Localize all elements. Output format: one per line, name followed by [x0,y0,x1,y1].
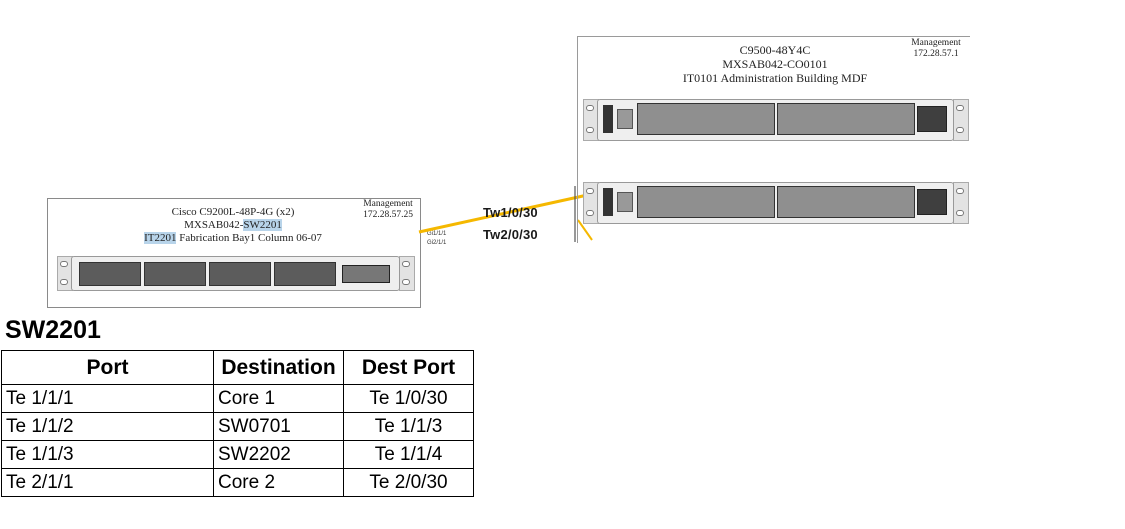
core-switch-model: C9500-48Y4C [739,43,811,57]
cell-dest-port: Te 1/1/4 [343,440,474,469]
link-label-2: Tw2/0/30 [483,227,538,242]
table-title: SW2201 [5,316,101,344]
access-switch-location: IT2201 Fabrication Bay1 Column 06-07 [144,232,322,244]
cell-dest-port: Te 1/0/30 [343,384,474,413]
uplink-line-core2 [577,219,593,241]
cell-destination: SW2202 [213,440,344,469]
uplink-port-2: Gi2/1/1 [427,240,447,246]
cell-port: Te 1/1/2 [1,412,214,441]
core-switch-1-chassis [583,99,969,141]
header-destination: Destination [213,350,344,385]
cell-dest-port: Te 2/0/30 [343,468,474,497]
core-switch-location: IT0101 Administration Building MDF [682,71,868,85]
access-switch-label: Cisco C9200L-48P-4G (x2) MXSAB042-SW2201… [128,206,338,245]
hostname-highlight: SW2201 [243,219,282,231]
core-management-label: Management 172.28.57.1 [903,38,969,60]
port-table: Port Destination Dest Port Te 1/1/1 Core… [1,350,474,497]
core-switch-hostname: MXSAB042-CO0101 [722,57,828,71]
table-header-row: Port Destination Dest Port [1,350,474,385]
access-switch-chassis [57,256,415,291]
access-switch-hostname: MXSAB042-SW2201 [184,219,282,231]
table-row: Te 1/1/1 Core 1 Te 1/0/30 [1,384,474,413]
core-switch-label: C9500-48Y4C MXSAB042-CO0101 IT0101 Admin… [660,43,890,85]
table-row: Te 1/1/3 SW2202 Te 1/1/4 [1,440,474,469]
cell-destination: SW0701 [213,412,344,441]
access-switch-model: Cisco C9200L-48P-4G (x2) [171,206,295,218]
cell-destination: Core 2 [213,468,344,497]
uplink-port-1: Gi1/1/1 [427,231,447,237]
table-row: Te 2/1/1 Core 2 Te 2/0/30 [1,468,474,497]
core-switch-box [577,36,970,243]
uplink-line-core1 [418,192,593,234]
cell-port: Te 1/1/1 [1,384,214,413]
core-switch-2-chassis [583,182,969,224]
cell-port: Te 2/1/1 [1,468,214,497]
core-management-ip: 172.28.57.1 [913,49,959,59]
cell-port: Te 1/1/3 [1,440,214,469]
table-row: Te 1/1/2 SW0701 Te 1/1/3 [1,412,474,441]
cell-destination: Core 1 [213,384,344,413]
access-management-label: Management 172.28.57.25 [356,199,420,221]
cell-dest-port: Te 1/1/3 [343,412,474,441]
access-management-ip: 172.28.57.25 [363,210,413,220]
link-label-1: Tw1/0/30 [483,205,538,220]
header-dest-port: Dest Port [343,350,474,385]
location-highlight: IT2201 [144,232,177,244]
header-port: Port [1,350,214,385]
